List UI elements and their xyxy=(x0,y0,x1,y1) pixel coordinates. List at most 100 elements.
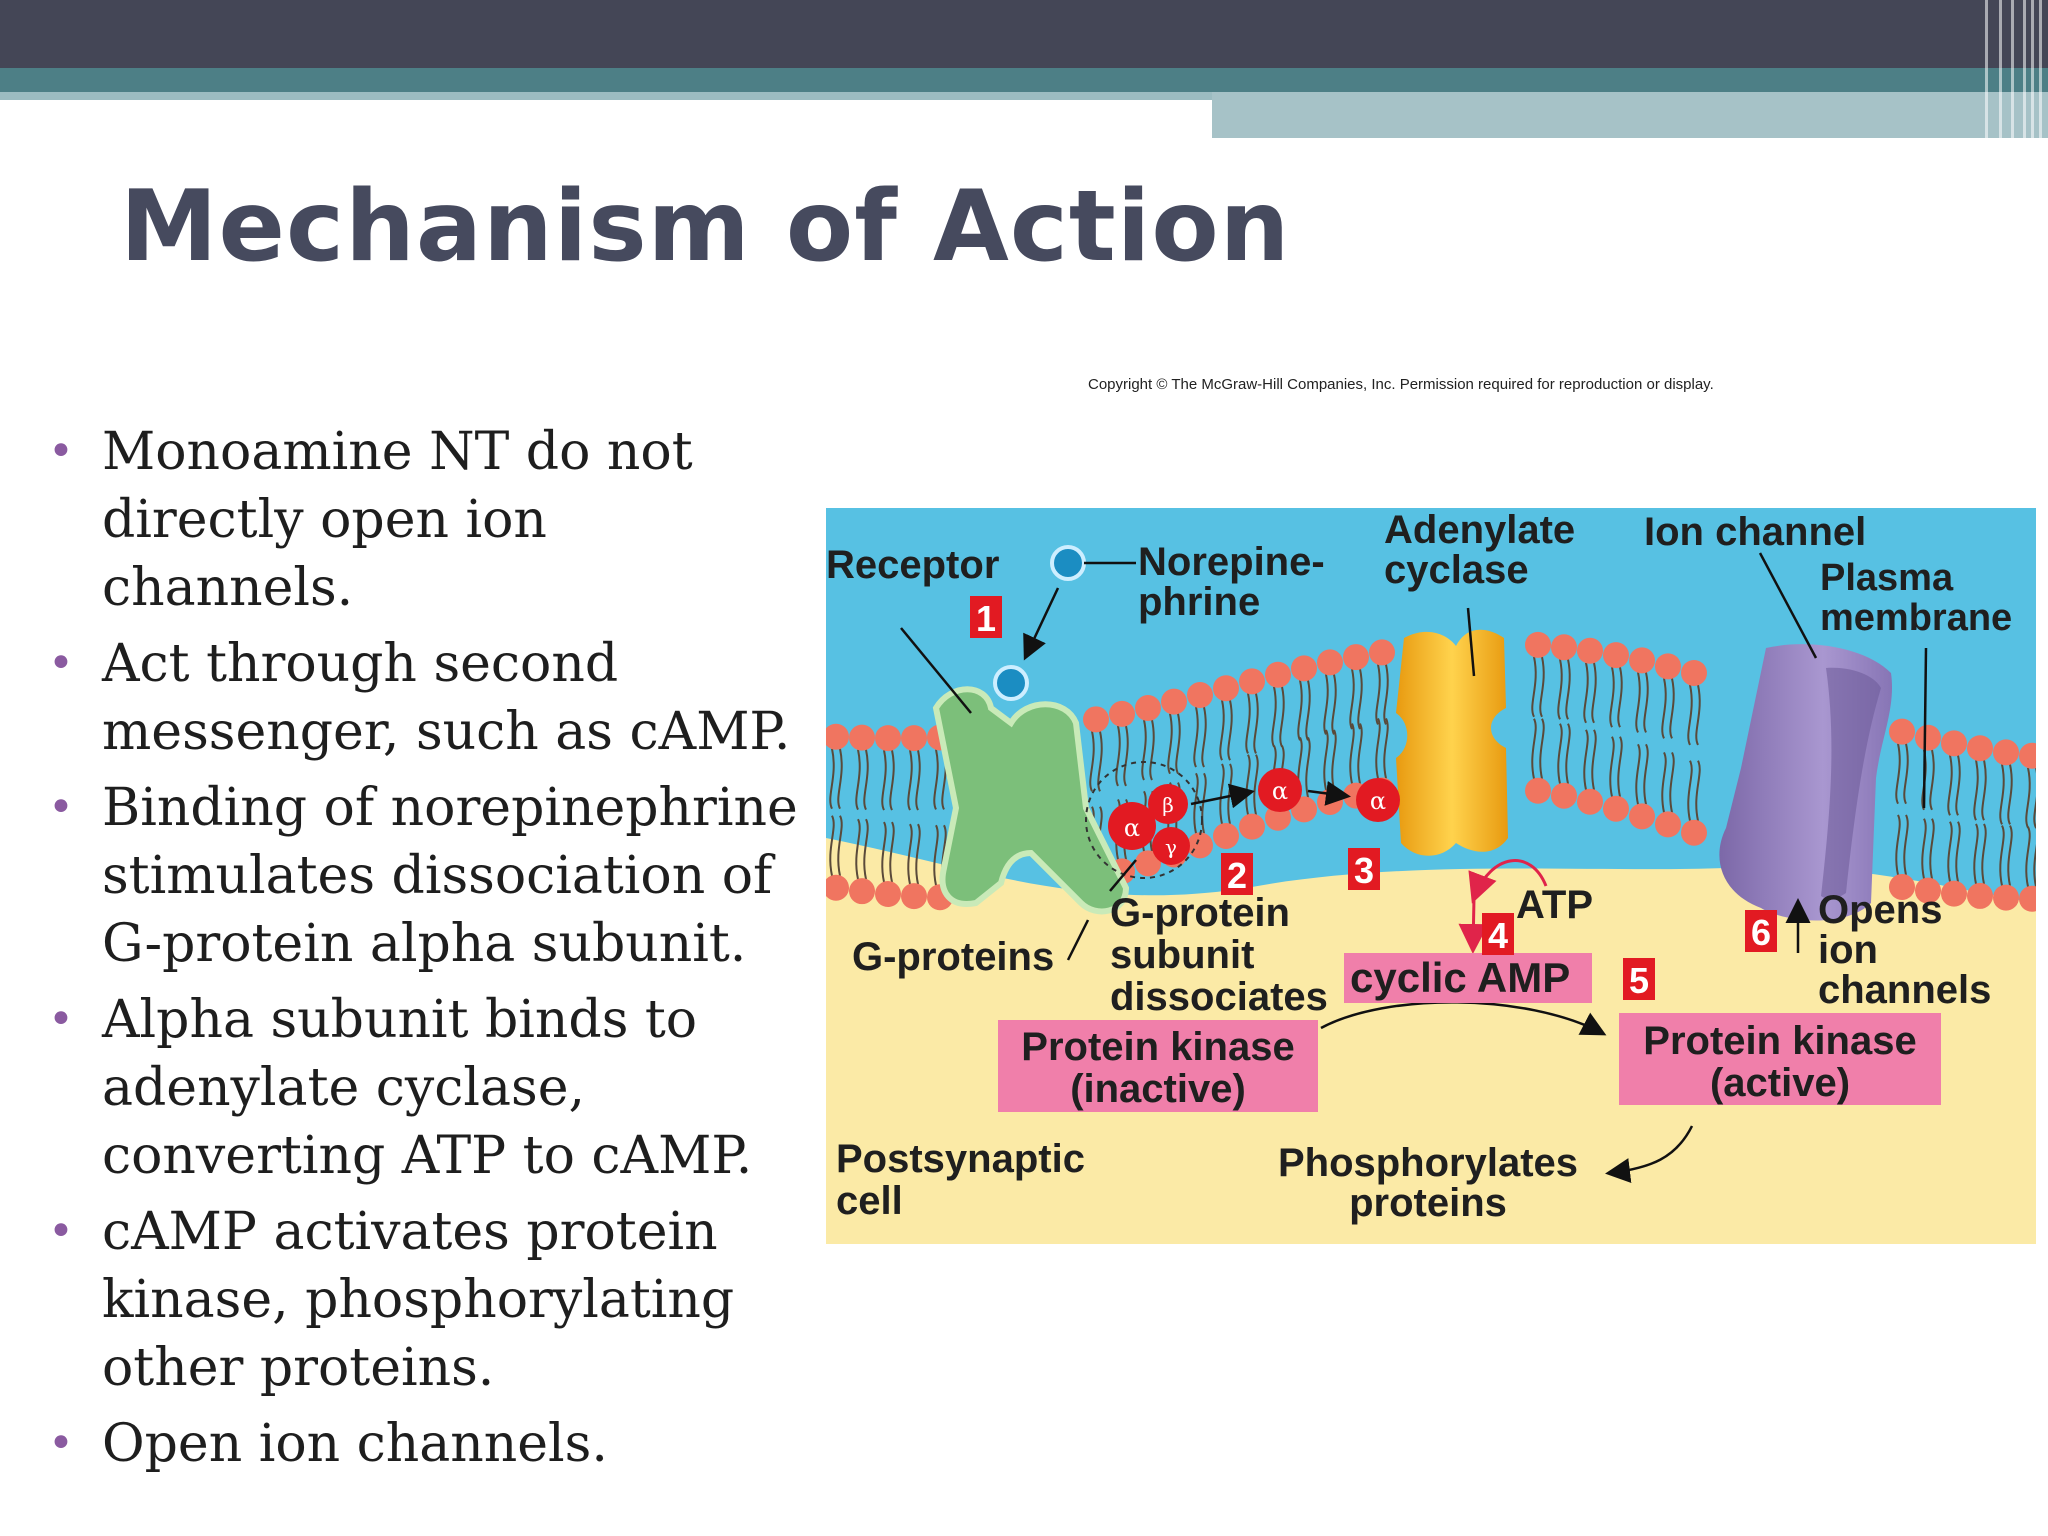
label-gprotein-dissociates: subunit xyxy=(1110,933,1254,977)
step-2-number: 2 xyxy=(1227,855,1247,896)
lipid-tail xyxy=(1193,772,1199,834)
header-light-block xyxy=(1212,92,2048,138)
lipid-tail xyxy=(1201,772,1207,834)
lipid-tail xyxy=(1227,700,1233,761)
lipid-tail xyxy=(1591,729,1597,790)
receptor-protein xyxy=(932,686,1130,915)
gamma-symbol: γ xyxy=(1165,835,1177,859)
label-opens-ion-channels: ion xyxy=(1818,928,1878,972)
header-bar xyxy=(0,0,2048,68)
copyright-notice: Copyright © The McGraw-Hill Companies, I… xyxy=(1088,376,1714,393)
lipid-tail xyxy=(2033,826,2036,887)
lipid-tail xyxy=(2033,767,2036,829)
label-plasma-membrane: Plasma xyxy=(1820,557,1954,599)
lipid-head xyxy=(1161,688,1187,715)
lipid-tail xyxy=(1245,693,1251,754)
bullet-text: Monoamine NT do not directly open ion ch… xyxy=(102,422,693,618)
lipid-tail xyxy=(2025,767,2031,829)
lipid-head xyxy=(2019,742,2036,769)
lipid-tail xyxy=(2007,825,2013,886)
lipid-head xyxy=(1603,642,1629,669)
lipid-tail xyxy=(907,749,913,811)
lipid-tail xyxy=(1565,659,1571,720)
lipid-tail xyxy=(1539,656,1545,718)
lipid-tail xyxy=(1921,818,1927,879)
lipid-tail xyxy=(933,749,939,810)
bullet-text: Alpha subunit binds to adenylate cyclase… xyxy=(102,990,753,1186)
lipid-tail xyxy=(1999,764,2005,825)
label-postsynaptic-cell: cell xyxy=(836,1179,903,1223)
lipid-tail xyxy=(1895,743,1901,805)
lipid-tail xyxy=(1149,719,1155,781)
label-gprotein-dissociates: dissociates xyxy=(1110,975,1328,1019)
lipid-tail xyxy=(915,823,921,885)
lipid-tail xyxy=(1565,723,1571,784)
lipid-tail xyxy=(1929,818,1935,879)
lipid-tail xyxy=(1141,719,1147,781)
lipid-tail xyxy=(1253,693,1259,754)
lipid-head xyxy=(1213,822,1239,849)
lipid-head xyxy=(1915,877,1941,904)
step-1-number: 1 xyxy=(976,598,996,639)
lipid-head xyxy=(826,723,849,750)
label-adenylate-cyclase: Adenylate xyxy=(1384,508,1575,552)
lipid-head xyxy=(1135,850,1161,877)
step-6-number: 6 xyxy=(1751,912,1771,953)
lipid-head xyxy=(1967,735,1993,762)
lipid-tail xyxy=(863,818,869,880)
step-4-number: 4 xyxy=(1488,915,1508,956)
alpha-symbol: α xyxy=(1124,814,1140,842)
lipid-head xyxy=(1239,813,1265,840)
lipid-tail xyxy=(2007,764,2013,825)
lipid-head xyxy=(1629,647,1655,674)
slide-title: Mechanism of Action xyxy=(120,170,1291,284)
step-3-box xyxy=(1348,848,1380,890)
mechanism-figure: α β γ α α 1 2 3 4 5 6 Receptor Norepine-… xyxy=(826,508,2036,1244)
lipid-head xyxy=(1525,631,1551,658)
lipid-tail xyxy=(1167,713,1173,775)
alpha-subunit-bound xyxy=(1356,778,1400,822)
lipid-head xyxy=(1265,661,1291,688)
bullet-item: •Binding of norepinephrine stimulates di… xyxy=(40,774,800,978)
lipid-tail xyxy=(1661,678,1667,739)
lipid-head xyxy=(1993,739,2019,766)
lipid-tail xyxy=(1115,725,1121,787)
lipid-tail xyxy=(1201,706,1207,768)
lipid-tail xyxy=(1981,823,1987,885)
lipid-head xyxy=(849,878,875,905)
lipid-head xyxy=(1187,682,1213,709)
lipid-tail xyxy=(907,823,913,885)
bullet-icon: • xyxy=(48,638,74,689)
step-3-number: 3 xyxy=(1354,850,1374,891)
lipid-tail xyxy=(915,749,921,811)
lipid-head xyxy=(875,725,901,752)
label-protein-kinase-inactive: (inactive) xyxy=(1070,1067,1246,1111)
label-phosphorylates-proteins: proteins xyxy=(1349,1181,1507,1225)
lipid-tail xyxy=(1175,713,1181,775)
lipid-head xyxy=(1083,706,1109,733)
lipid-head xyxy=(901,725,927,752)
lipid-tail xyxy=(1617,666,1623,728)
lipid-tail xyxy=(1695,760,1701,821)
lipid-tail xyxy=(1687,760,1693,821)
lipid-tail xyxy=(1973,823,1979,885)
step-5-box xyxy=(1623,958,1655,1000)
lipid-tail xyxy=(1947,755,1953,816)
lipid-tail xyxy=(1947,821,1953,882)
bullet-text: Open ion channels. xyxy=(102,1414,608,1474)
g-protein-gamma xyxy=(1152,827,1190,865)
lipid-tail xyxy=(837,815,843,876)
lipid-head xyxy=(1655,653,1681,680)
lipid-head xyxy=(1577,788,1603,815)
bullet-text: Binding of norepinephrine stimulates dis… xyxy=(102,778,798,974)
lipid-tail xyxy=(1999,825,2005,886)
lipid-head xyxy=(1525,777,1551,804)
lipid-tail xyxy=(1609,666,1615,728)
lipid-tail xyxy=(1643,672,1649,733)
lipid-tail xyxy=(837,748,843,810)
lipid-tail xyxy=(1539,718,1545,779)
lipid-tail xyxy=(855,749,861,811)
lipid-tail xyxy=(1279,686,1285,748)
lipid-head xyxy=(1109,700,1135,727)
outer-lipid-heads xyxy=(826,631,2036,769)
